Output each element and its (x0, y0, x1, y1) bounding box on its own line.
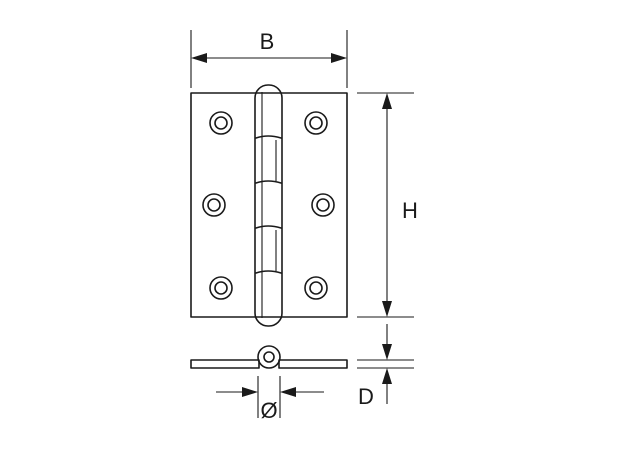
screw-hole-right-top (304, 111, 328, 135)
hinge-side-view (190, 345, 348, 369)
screw-hole-left-middle (202, 193, 226, 217)
screw-hole-right-middle (311, 193, 335, 217)
dimension-height: H (357, 92, 418, 318)
screw-hole-left-top (209, 111, 233, 135)
side-knuckle (257, 345, 281, 369)
dimension-width: B (190, 29, 348, 88)
screw-hole-right-bottom (304, 276, 328, 300)
side-pin (263, 351, 275, 363)
height-label: H (402, 198, 418, 223)
hinge-front-view (190, 84, 348, 327)
dimension-thickness: D (357, 324, 414, 409)
diameter-label: Ø (260, 398, 277, 423)
dimension-diameter: Ø (216, 376, 324, 423)
width-label: B (260, 29, 275, 54)
hinge-leaves-outline (190, 92, 348, 318)
thickness-label: D (358, 384, 374, 409)
hinge-knuckle (254, 84, 283, 327)
side-leaf-left (190, 359, 260, 369)
screw-hole-left-bottom (209, 276, 233, 300)
knuckle-segments (255, 92, 282, 318)
side-leaf-right (278, 359, 348, 369)
